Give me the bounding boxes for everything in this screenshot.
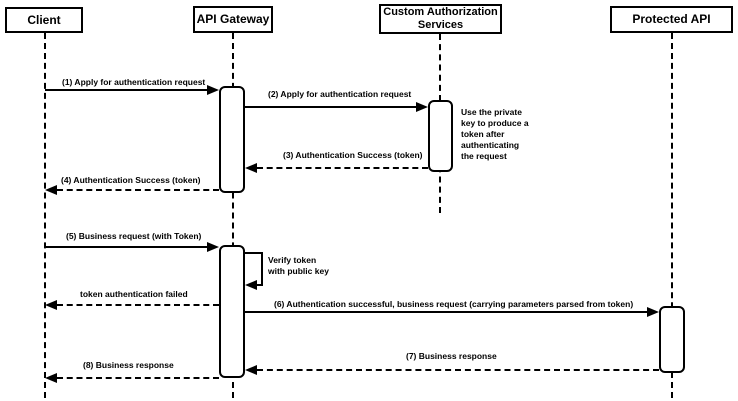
participant-label-client: Client [27, 12, 61, 27]
self-message-top-line [245, 252, 263, 254]
message-line-8 [57, 377, 219, 379]
message-label-token-failed: token authentication failed [80, 289, 188, 299]
lifeline-api-gateway [232, 33, 234, 398]
arrowhead-left-4 [45, 185, 57, 195]
message-label-1: (1) Apply for authentication request [62, 77, 206, 87]
arrowhead-right-5 [207, 242, 219, 252]
participant-label-custom-authorization-services: Custom Authorization Services [383, 6, 498, 31]
message-line-4 [57, 189, 219, 191]
message-label-7: (7) Business response [406, 351, 497, 361]
activation-api-gateway-auth [219, 86, 245, 193]
lifeline-client [44, 33, 46, 398]
message-label-6: (6) Authentication successful, business … [274, 299, 634, 309]
arrowhead-right-6 [647, 307, 659, 317]
lifeline-protected-api [671, 33, 673, 398]
participant-box-client: Client [5, 7, 83, 33]
activation-protected-api [659, 306, 685, 373]
self-message-bottom-line [255, 284, 263, 286]
self-message-right-line [261, 252, 263, 286]
arrowhead-left-3 [245, 163, 257, 173]
message-label-4: (4) Authentication Success (token) [61, 175, 201, 185]
message-line-3 [257, 167, 428, 169]
activation-api-gateway-business [219, 245, 245, 378]
message-line-7 [257, 369, 659, 371]
arrowhead-left-8 [45, 373, 57, 383]
message-line-token-failed [57, 304, 219, 306]
note-verify-token: Verify token with public key [268, 255, 329, 276]
arrowhead-left-token-failed [45, 300, 57, 310]
participant-box-custom-authorization-services: Custom Authorization Services [379, 4, 502, 34]
message-label-8: (8) Business response [83, 360, 174, 370]
message-label-2: (2) Apply for authentication request [268, 89, 412, 99]
message-label-3: (3) Authentication Success (token) [283, 150, 423, 160]
arrowhead-right-2 [416, 102, 428, 112]
arrowhead-right-1 [207, 85, 219, 95]
participant-box-protected-api: Protected API [610, 6, 733, 33]
message-label-5: (5) Business request (with Token) [66, 231, 202, 241]
arrowhead-left-self [245, 280, 257, 290]
message-line-1 [45, 89, 208, 91]
arrowhead-left-7 [245, 365, 257, 375]
participant-box-api-gateway: API Gateway [193, 6, 273, 33]
message-line-5 [45, 246, 208, 248]
message-line-6 [245, 311, 648, 313]
activation-custom-auth [428, 100, 453, 172]
participant-label-api-gateway: API Gateway [196, 12, 270, 26]
message-line-2 [245, 106, 416, 108]
note-private-key: Use the private key to produce a token a… [461, 107, 529, 161]
participant-label-protected-api: Protected API [632, 12, 711, 26]
